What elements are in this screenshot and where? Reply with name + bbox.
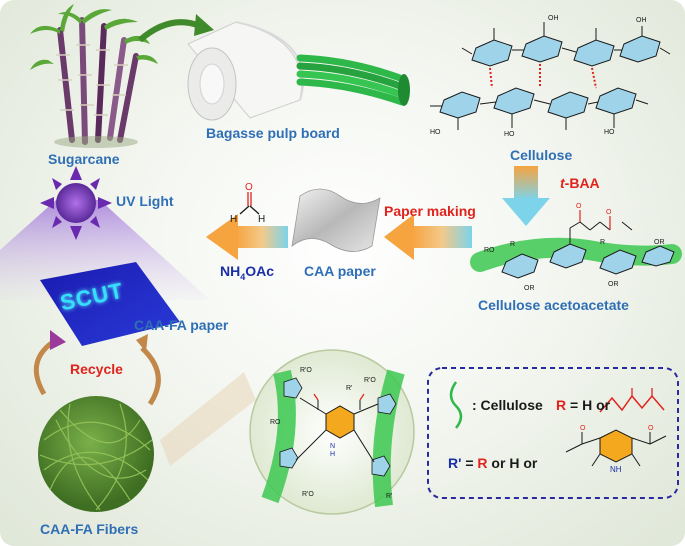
chem-h: H (258, 214, 265, 225)
legend-r-definition: R = H or (556, 398, 610, 412)
label-caa-fa-paper: CAA-FA paper (134, 317, 229, 333)
recycle-arrows (33, 330, 161, 406)
legend-r-symbol: R (556, 397, 567, 413)
chem-ho: HO (430, 129, 441, 136)
caa-paper-sheet (291, 188, 381, 252)
label-cellulose: Cellulose (510, 147, 573, 163)
chem-rpo: R'O (302, 491, 314, 498)
chem-o: O (606, 209, 612, 216)
legend-rprime-eq-a: = (461, 455, 478, 471)
nh4oac-subscript: 4 (240, 271, 246, 282)
chem-n: N (330, 443, 335, 450)
chem-rp: R' (346, 385, 352, 392)
chem-ho: HO (504, 131, 515, 138)
chem-r: R (510, 241, 515, 248)
legend-rprime-eq-b: or H or (487, 455, 538, 471)
chem-h: H (330, 451, 335, 458)
label-caa-paper: CAA paper (304, 263, 376, 279)
cellulose-strands (296, 54, 410, 106)
chem-ro: RO (270, 419, 281, 426)
label-tbaa-italic: t (560, 175, 565, 191)
chem-rpo: R'O (300, 367, 312, 374)
legend-box: O O NH (427, 367, 679, 499)
legend-rprime-symbol: R' (448, 455, 462, 471)
chem-o: O (576, 203, 582, 210)
label-paper-making: Paper making (384, 203, 476, 219)
label-sugarcane: Sugarcane (48, 151, 120, 167)
arrow-tbaa (502, 166, 550, 226)
chem-ro: RO (484, 247, 495, 254)
chem-r: R (600, 239, 605, 246)
chem-o: O (648, 425, 654, 432)
fiber-ball (38, 372, 256, 512)
chem-rpo: R'O (364, 377, 376, 384)
arrow-to-bagasse (138, 14, 214, 43)
chem-or: OR (608, 281, 619, 288)
label-tbaa-rest: -BAA (564, 175, 600, 191)
dihydropyridine-icon: O O NH (565, 425, 667, 474)
magnified-view: R'O R' RO R'O R' R'O N H (249, 349, 415, 515)
uv-light-source (0, 166, 210, 300)
chem-or: OR (654, 239, 665, 246)
label-bagasse: Bagasse pulp board (206, 125, 340, 141)
chem-o: O (245, 182, 253, 193)
chem-rp: R' (386, 493, 392, 500)
label-uv-light: UV Light (116, 193, 174, 209)
cellulose-acetoacetate-structure: RO R OR R OR OR O O (470, 203, 682, 292)
label-recycle: Recycle (70, 361, 123, 377)
caa-fa-paper-sheet (40, 262, 180, 346)
label-cellulose-acetoacetate: Cellulose acetoacetate (478, 297, 629, 313)
chem-h: H (230, 214, 237, 225)
cellulose-legend-icon (449, 381, 463, 429)
sugarcane-illustration (30, 4, 158, 148)
label-tbaa: t-BAA (560, 176, 600, 190)
chem-oh: OH (548, 15, 559, 22)
nh4oac-part-a: NH (220, 263, 241, 279)
legend-cellulose-label: : Cellulose (472, 397, 543, 413)
cellulose-structure: OH HO HO HO OH (430, 15, 671, 138)
legend-rprime-definition: R' = R or H or (448, 456, 537, 470)
chem-ho: HO (604, 129, 615, 136)
chem-or: OR (524, 285, 535, 292)
chem-oh: OH (636, 17, 647, 24)
arrow-crosslink (206, 214, 288, 260)
bagasse-pulp-board (187, 21, 305, 121)
label-caa-fa-fibers: CAA-FA Fibers (40, 521, 139, 537)
formaldehyde-structure: O H H (230, 182, 265, 225)
chem-o: O (580, 425, 586, 432)
label-nh4oac: NH4OAc (220, 264, 274, 282)
legend-r-eq: = H or (566, 397, 611, 413)
arrow-paper-making (384, 214, 472, 260)
nh4oac-part-b: OAc (245, 263, 275, 279)
legend-rprime-r: R (477, 455, 488, 471)
chem-nh: NH (610, 465, 622, 474)
